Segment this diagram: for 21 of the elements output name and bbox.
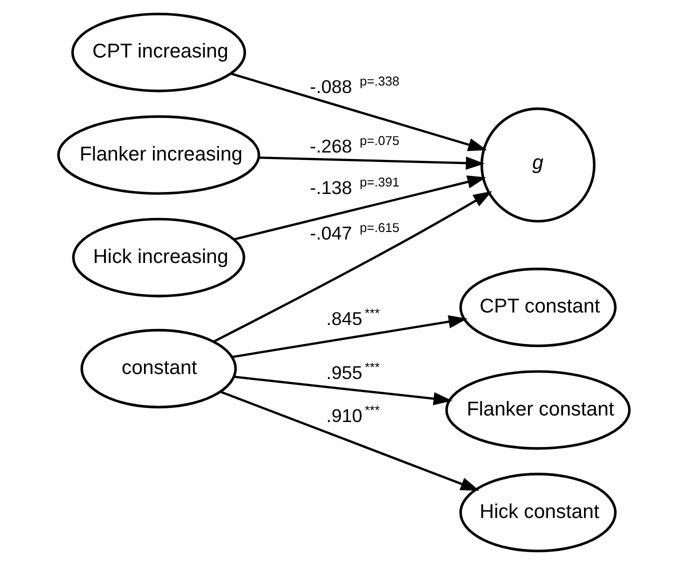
node-ellipse: constant — [80, 328, 237, 408]
arrow — [220, 390, 480, 491]
arrow — [230, 72, 487, 152]
edge-label: -.047 $^{p=.615}$ — [310, 220, 400, 244]
arrow — [213, 191, 492, 343]
arrow — [232, 315, 468, 358]
edge-label: .845$^{***}$ — [326, 306, 380, 330]
edge-label: .910$^{***}$ — [326, 402, 380, 426]
edge-label: .955$^{***}$ — [326, 360, 380, 384]
arrow — [234, 175, 486, 240]
edge-label: -.138 $^{p=.391}$ — [310, 174, 400, 198]
arrow — [234, 376, 452, 406]
node-ellipse: CPT increasing — [71, 12, 246, 92]
edge-label: -.088 $^{p=.338}$ — [310, 73, 400, 97]
node-ellipse: Flanker increasing — [57, 115, 260, 195]
node-ellipse: CPT constant — [459, 268, 617, 348]
edge-label: -.268 $^{p=.075}$ — [310, 133, 400, 157]
node-ellipse: Flanker constant — [445, 370, 631, 450]
node-circle: g — [480, 107, 596, 223]
arrow — [258, 156, 485, 170]
node-ellipse: Hick increasing — [72, 218, 246, 298]
